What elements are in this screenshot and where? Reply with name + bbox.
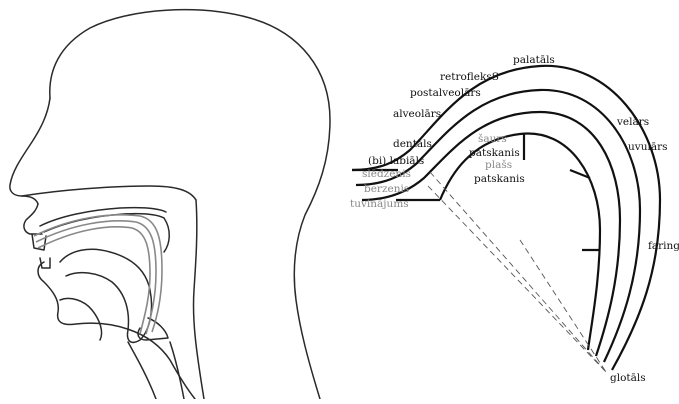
head-outline — [50, 10, 330, 399]
label-alveolars: alveolārs — [393, 108, 441, 120]
label-uvulars: uvulārs — [628, 141, 667, 153]
lower-lip-chin — [38, 262, 195, 399]
label-postalveolars: postalveolārs — [410, 87, 481, 99]
label-plass: plašs — [485, 159, 512, 171]
face-profile — [10, 98, 50, 204]
label-velars: velārs — [616, 116, 649, 128]
vocal-tract-line-3 — [38, 227, 150, 334]
label-dentals: dentāls — [393, 138, 432, 150]
upper-lip — [24, 204, 42, 234]
velum — [164, 218, 169, 252]
label-patskanis-upper: patskanis — [469, 147, 520, 159]
nasal-cavity — [22, 186, 196, 200]
label-saurs: šaurs — [478, 133, 507, 145]
larynx — [128, 342, 156, 399]
jaw-inner — [60, 298, 102, 340]
label-patskanis-lower: patskanis — [474, 173, 525, 185]
trachea — [170, 342, 184, 399]
arc-4 — [440, 134, 600, 350]
tongue — [60, 249, 152, 342]
lower-teeth — [40, 258, 50, 268]
label-faringals: faringāls — [648, 240, 679, 252]
label-retroflex: retrofleksS — [440, 71, 499, 83]
label-sledzenis: slēdzenis — [362, 168, 411, 180]
dashed-line-upper — [430, 172, 606, 372]
label-glotals: glotāls — [610, 372, 646, 384]
label-berzenis: berzenis — [364, 183, 409, 195]
label-bilabials: (bi) labiāls — [368, 155, 424, 167]
label-tuvinajums: tuvinājums — [350, 198, 409, 210]
label-palatals: palatāls — [513, 54, 555, 66]
arc-2 — [356, 90, 640, 362]
head-sagittal-section — [10, 10, 330, 399]
dashed-line-vowel — [520, 240, 606, 372]
pharynx-wall — [193, 200, 204, 399]
dashed-line-lower — [428, 186, 606, 372]
